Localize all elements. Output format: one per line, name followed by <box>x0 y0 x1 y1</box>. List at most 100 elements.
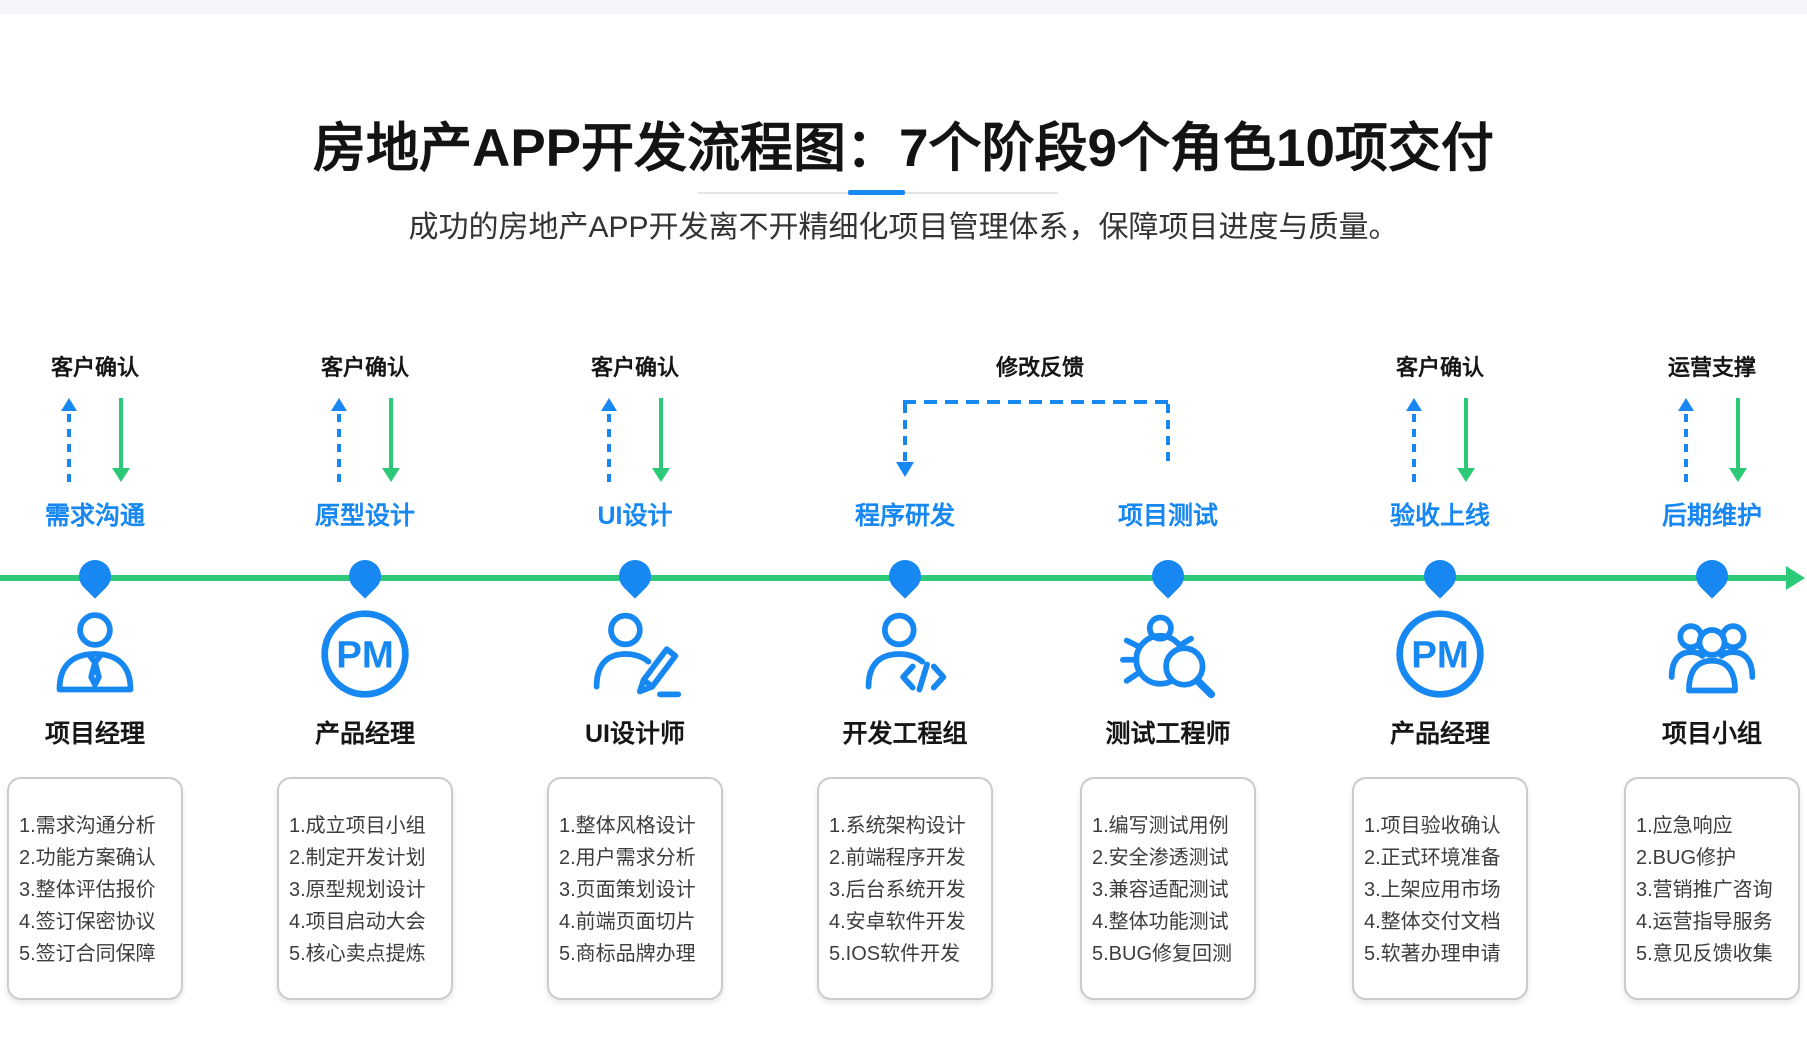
role-label: 产品经理 <box>1389 720 1490 748</box>
task-item: 1.项目验收确认 <box>1364 815 1501 837</box>
stage-column-requirements: 客户确认 需求沟通 项目经理 1.需求沟通分析 2.功能方案确认 3.整体评估报… <box>0 0 230 1041</box>
task-item: 3.营销推广咨询 <box>1636 879 1773 901</box>
stage-name: 程序研发 <box>854 502 955 530</box>
feedback-dashed-line <box>903 400 1170 404</box>
task-item: 5.软著办理申请 <box>1364 943 1501 965</box>
task-item: 4.前端页面切片 <box>559 911 696 933</box>
arrow-up-dashed-icon <box>601 398 617 484</box>
task-item: 2.前端程序开发 <box>829 847 966 869</box>
task-box: 1.整体风格设计 2.用户需求分析 3.页面策划设计 4.前端页面切片 5.商标… <box>547 777 723 1000</box>
task-item: 4.整体功能测试 <box>1092 911 1229 933</box>
task-box: 1.成立项目小组 2.制定开发计划 3.原型规划设计 4.项目启动大会 5.核心… <box>277 777 453 1000</box>
timeline-arrow-icon <box>1786 566 1805 590</box>
role-label: 项目小组 <box>1661 720 1762 748</box>
task-item: 2.功能方案确认 <box>19 847 156 869</box>
role-label: 测试工程师 <box>1105 720 1231 748</box>
task-item: 5.IOS软件开发 <box>829 943 961 965</box>
arrow-up-dashed-icon <box>61 398 77 484</box>
task-item: 4.运营指导服务 <box>1636 911 1773 933</box>
developer-code-icon <box>857 606 953 702</box>
task-item: 2.用户需求分析 <box>559 847 696 869</box>
task-item: 4.安卓软件开发 <box>829 911 966 933</box>
stage-name: 项目测试 <box>1117 502 1218 530</box>
arrow-down-icon <box>1457 398 1475 484</box>
team-group-icon <box>1664 606 1760 702</box>
top-bar <box>0 0 1807 14</box>
task-item: 4.整体交付文档 <box>1364 911 1501 933</box>
pm-circle-icon: PM <box>1392 606 1488 702</box>
stage-top-label: 客户确认 <box>590 355 679 380</box>
stage-column-prototype: 客户确认 原型设计 PM 产品经理 1.成立项目小组 2.制定开发计划 3.原型… <box>230 0 500 1041</box>
task-item: 3.整体评估报价 <box>19 879 156 901</box>
person-tie-icon <box>47 606 143 702</box>
arrow-down-icon <box>382 398 400 484</box>
arrow-down-icon <box>1729 398 1747 484</box>
task-item: 5.BUG修复回测 <box>1092 943 1233 965</box>
role-label: UI设计师 <box>584 720 685 748</box>
feedback-label: 修改反馈 <box>995 355 1084 380</box>
timeline-pin-icon <box>72 553 118 599</box>
task-item: 3.后台系统开发 <box>829 879 966 901</box>
timeline-pin-icon <box>1145 553 1191 599</box>
task-box: 1.应急响应 2.BUG修护 3.营销推广咨询 4.运营指导服务 5.意见反馈收… <box>1624 777 1800 1000</box>
role-label: 项目经理 <box>44 720 145 748</box>
timeline-pin-icon <box>612 553 658 599</box>
timeline-pin-icon <box>1417 553 1463 599</box>
role-label: 产品经理 <box>314 720 415 748</box>
stage-column-testing: 项目测试 测试工程师 1.编写测试用例 2.安全渗透测试 3.兼容适配测试 4.… <box>1033 0 1303 1041</box>
arrow-up-dashed-icon <box>331 398 347 484</box>
arrow-down-icon <box>652 398 670 484</box>
stage-top-label: 客户确认 <box>1395 355 1484 380</box>
stage-name: 原型设计 <box>314 502 415 530</box>
stage-name: 后期维护 <box>1661 502 1762 530</box>
task-box: 1.需求沟通分析 2.功能方案确认 3.整体评估报价 4.签订保密协议 5.签订… <box>7 777 183 1000</box>
task-item: 5.意见反馈收集 <box>1636 943 1773 965</box>
page-title: 房地产APP开发流程图：7个阶段9个角色10项交付 <box>313 119 1494 178</box>
task-item: 2.安全渗透测试 <box>1092 847 1229 869</box>
bug-magnifier-icon <box>1120 606 1216 702</box>
stage-column-ui-design: 客户确认 UI设计 UI设计师 1.整体风格设计 2.用户需求分析 3.页面策划… <box>500 0 770 1041</box>
pm-circle-icon: PM <box>317 606 413 702</box>
task-item: 2.制定开发计划 <box>289 847 426 869</box>
page-subtitle: 成功的房地产APP开发离不开精细化项目管理体系，保障项目进度与质量。 <box>408 211 1399 244</box>
svg-text:PM: PM <box>336 633 394 676</box>
feedback-arrowhead-icon <box>896 462 914 477</box>
task-item: 4.项目启动大会 <box>289 911 426 933</box>
feedback-dashed-line-left <box>903 404 907 462</box>
stage-column-development: 程序研发 开发工程组 1.系统架构设计 2.前端程序开发 3.后台系统开发 4.… <box>770 0 1040 1041</box>
stage-name: 需求沟通 <box>44 502 145 530</box>
task-box: 1.编写测试用例 2.安全渗透测试 3.兼容适配测试 4.整体功能测试 5.BU… <box>1080 777 1256 1000</box>
stage-top-label: 客户确认 <box>50 355 139 380</box>
task-box: 1.项目验收确认 2.正式环境准备 3.上架应用市场 4.整体交付文档 5.软著… <box>1352 777 1528 1000</box>
task-item: 3.原型规划设计 <box>289 879 426 901</box>
timeline-pin-icon <box>882 553 928 599</box>
stage-top-label: 运营支撑 <box>1667 355 1756 380</box>
task-item: 2.正式环境准备 <box>1364 847 1501 869</box>
task-item: 2.BUG修护 <box>1636 847 1737 869</box>
title-divider-accent <box>848 190 905 195</box>
feedback-dashed-line-right <box>1166 404 1170 462</box>
timeline-pin-icon <box>342 553 388 599</box>
svg-text:PM: PM <box>1411 633 1469 676</box>
task-item: 5.核心卖点提炼 <box>289 943 426 965</box>
task-item: 3.页面策划设计 <box>559 879 696 901</box>
stage-column-maintenance: 运营支撑 后期维护 项目小组 1.应急响应 2.BUG修护 3.营销推广咨询 4… <box>1577 0 1807 1041</box>
timeline-pin-icon <box>1689 553 1735 599</box>
stage-name: 验收上线 <box>1389 502 1490 530</box>
stage-top-label: 客户确认 <box>320 355 409 380</box>
arrow-down-icon <box>112 398 130 484</box>
task-box: 1.系统架构设计 2.前端程序开发 3.后台系统开发 4.安卓软件开发 5.IO… <box>817 777 993 1000</box>
task-item: 1.需求沟通分析 <box>19 815 156 837</box>
arrow-up-dashed-icon <box>1406 398 1422 484</box>
task-item: 1.成立项目小组 <box>289 815 426 837</box>
task-item: 5.商标品牌办理 <box>559 943 696 965</box>
stage-column-acceptance: 客户确认 验收上线 PM 产品经理 1.项目验收确认 2.正式环境准备 3.上架… <box>1305 0 1575 1041</box>
task-item: 3.上架应用市场 <box>1364 879 1501 901</box>
designer-pencil-icon <box>587 606 683 702</box>
role-label: 开发工程组 <box>842 720 968 748</box>
arrow-up-dashed-icon <box>1678 398 1694 484</box>
task-item: 3.兼容适配测试 <box>1092 879 1229 901</box>
task-item: 5.签订合同保障 <box>19 943 156 965</box>
task-item: 1.应急响应 <box>1636 815 1733 837</box>
